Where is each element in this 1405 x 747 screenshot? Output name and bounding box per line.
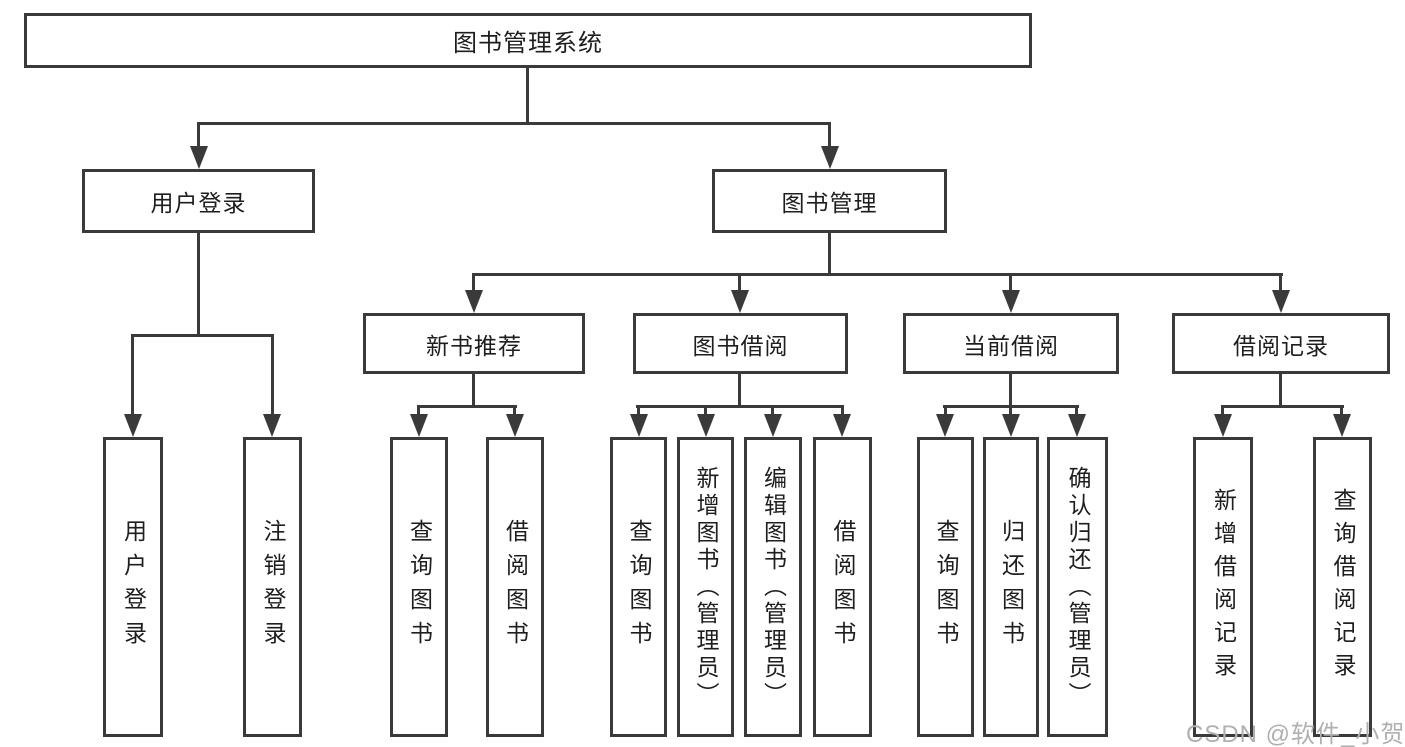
leaf-label: 新增图书（管理员）: [693, 465, 719, 709]
node-label: 当前借阅: [963, 332, 1059, 359]
connector: [513, 405, 516, 417]
arrowhead: [263, 414, 281, 437]
leaf-label: 归还图书: [998, 519, 1025, 655]
node-label: 新书推荐: [426, 332, 522, 359]
connector: [771, 405, 774, 417]
leaf-label: 确认归还（管理员）: [1065, 465, 1091, 709]
leaf-logout: 注销登录: [243, 437, 302, 737]
node-book-borrowing: 图书借阅: [633, 313, 848, 374]
connector: [738, 273, 741, 293]
leaf-return-book: 归还图书: [983, 437, 1039, 737]
connector: [738, 372, 741, 408]
leaf-label: 查询图书: [933, 519, 959, 655]
arrowhead: [1333, 414, 1351, 437]
connector: [1221, 405, 1224, 417]
connector: [841, 405, 844, 417]
connector: [271, 334, 274, 417]
leaf-borrow-books-recommend: 借阅图书: [486, 437, 544, 737]
connector: [828, 230, 831, 276]
arrowhead: [1272, 290, 1290, 313]
arrowhead: [1068, 414, 1086, 437]
connector: [637, 405, 640, 417]
connector: [472, 372, 475, 408]
arrowhead: [697, 414, 715, 437]
connector: [417, 405, 517, 408]
leaf-label: 查询图书: [406, 519, 433, 655]
leaf-user-login: 用户登录: [103, 437, 163, 737]
connector: [828, 122, 831, 149]
leaf-label: 借阅图书: [830, 519, 856, 655]
arrowhead: [1214, 414, 1232, 437]
leaf-add-book-admin: 新增图书（管理员）: [677, 437, 734, 737]
connector: [472, 273, 475, 293]
leaf-label: 新增借阅记录: [1210, 488, 1237, 686]
leaf-label: 借阅图书: [502, 519, 529, 655]
arrowhead: [630, 414, 648, 437]
connector: [197, 230, 200, 337]
node-user-login: 用户登录: [82, 169, 315, 233]
leaf-label: 编辑图书（管理员）: [760, 465, 787, 709]
arrowhead: [821, 146, 839, 169]
leaf-query-borrow-record: 查询借阅记录: [1313, 437, 1372, 737]
arrowhead: [506, 414, 524, 437]
leaf-confirm-return-admin: 确认归还（管理员）: [1047, 437, 1108, 737]
connector: [131, 334, 134, 417]
node-label: 图书管理: [781, 190, 878, 216]
connector: [636, 405, 844, 408]
arrowhead: [936, 414, 954, 437]
connector: [417, 405, 420, 417]
connector: [1009, 372, 1012, 408]
leaf-query-books-current: 查询图书: [917, 437, 974, 737]
leaf-label: 注销登录: [260, 519, 286, 655]
connector: [197, 122, 831, 125]
leaf-add-borrow-record: 新增借阅记录: [1193, 437, 1253, 737]
node-borrowing-records: 借阅记录: [1172, 313, 1390, 374]
arrowhead: [465, 290, 483, 313]
arrowhead: [124, 414, 142, 437]
leaf-label: 用户登录: [120, 519, 147, 655]
leaf-label: 查询图书: [626, 519, 652, 655]
node-current-borrowing: 当前借阅: [903, 313, 1119, 374]
leaf-edit-book-admin: 编辑图书（管理员）: [744, 437, 802, 737]
node-book-management: 图书管理: [712, 169, 947, 233]
arrowhead: [1002, 290, 1020, 313]
connector: [1009, 405, 1012, 417]
connector: [472, 273, 1283, 276]
arrowhead: [731, 290, 749, 313]
node-root-system: 图书管理系统: [24, 13, 1032, 68]
connector: [1279, 273, 1282, 293]
node-root-label: 图书管理系统: [453, 30, 603, 57]
leaf-borrow-books: 借阅图书: [813, 437, 872, 737]
arrowhead: [764, 414, 782, 437]
connector: [526, 68, 529, 125]
arrowhead: [833, 414, 851, 437]
watermark: CSDN @软件_小贺同学: [1186, 721, 1405, 747]
node-label: 借阅记录: [1233, 332, 1329, 359]
connector: [1340, 405, 1343, 417]
connector: [1221, 405, 1344, 408]
connector: [1075, 405, 1078, 417]
arrowhead: [1002, 414, 1020, 437]
leaf-query-books-recommend: 查询图书: [390, 437, 448, 737]
node-label: 图书借阅: [692, 332, 789, 359]
arrowhead: [190, 146, 208, 169]
arrowhead: [410, 414, 428, 437]
connector: [1279, 372, 1282, 408]
connector: [197, 122, 200, 149]
node-new-book-recommend: 新书推荐: [363, 313, 585, 374]
connector: [944, 405, 947, 417]
leaf-query-books-borrowing: 查询图书: [610, 437, 667, 737]
node-label: 用户登录: [150, 190, 247, 216]
connector: [704, 405, 707, 417]
leaf-label: 查询借阅记录: [1330, 488, 1356, 686]
connector: [131, 334, 274, 337]
connector: [1009, 273, 1012, 293]
